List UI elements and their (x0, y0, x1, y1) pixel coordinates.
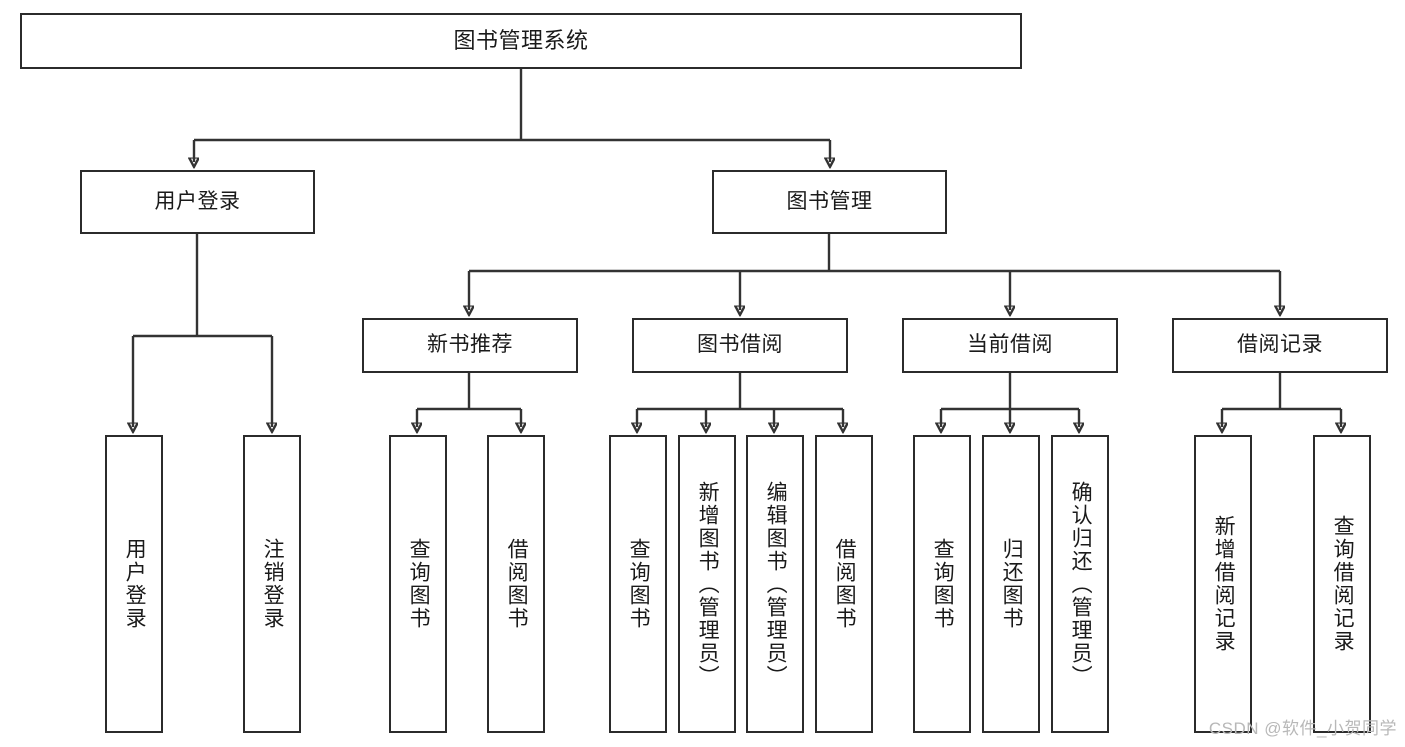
leaf-record-query[interactable]: 查询借阅记录 (1313, 435, 1371, 733)
node-label: 查询借阅记录 (1331, 515, 1355, 653)
node-label: 用户登录 (154, 189, 241, 213)
node-label: 新书推荐 (427, 333, 513, 357)
leaf-newbook-query-book[interactable]: 查询图书 (389, 435, 447, 733)
leaf-newbook-borrow-book[interactable]: 借阅图书 (487, 435, 545, 733)
leaf-record-add[interactable]: 新增借阅记录 (1194, 435, 1252, 733)
leaf-logout[interactable]: 注销登录 (243, 435, 301, 733)
node-label: 图书借阅 (697, 333, 783, 357)
leaf-borrow-edit-book[interactable]: 编辑图书（管理员） (746, 435, 804, 733)
node-label: 当前借阅 (967, 333, 1053, 357)
node-label: 借阅图书 (505, 538, 529, 630)
node-root-system[interactable]: 图书管理系统 (20, 13, 1022, 69)
leaf-borrow-borrow-book[interactable]: 借阅图书 (815, 435, 873, 733)
leaf-current-query-book[interactable]: 查询图书 (913, 435, 971, 733)
node-label: 查询图书 (931, 538, 955, 630)
node-label: 借阅记录 (1237, 333, 1323, 357)
node-current-borrow[interactable]: 当前借阅 (902, 318, 1118, 373)
node-label: 确认归还（管理员） (1069, 480, 1093, 688)
csdn-watermark: CSDN @软件_小贺同学 (1208, 719, 1397, 738)
node-label: 新增图书（管理员） (696, 480, 720, 688)
leaf-current-return-book[interactable]: 归还图书 (982, 435, 1040, 733)
node-label: 借阅图书 (833, 538, 857, 630)
leaf-borrow-query-book[interactable]: 查询图书 (609, 435, 667, 733)
node-user-login[interactable]: 用户登录 (80, 170, 315, 234)
node-book-borrow[interactable]: 图书借阅 (632, 318, 848, 373)
node-borrow-record[interactable]: 借阅记录 (1172, 318, 1388, 373)
leaf-current-confirm-return[interactable]: 确认归还（管理员） (1051, 435, 1109, 733)
node-label: 图书管理 (786, 189, 873, 213)
node-label: 新增借阅记录 (1212, 515, 1236, 653)
node-label: 查询图书 (627, 538, 651, 630)
node-label: 用户登录 (123, 538, 147, 630)
node-label: 归还图书 (1000, 538, 1024, 630)
leaf-user-login[interactable]: 用户登录 (105, 435, 163, 733)
node-label: 查询图书 (407, 538, 431, 630)
node-new-book-recommend[interactable]: 新书推荐 (362, 318, 578, 373)
node-book-manage[interactable]: 图书管理 (712, 170, 947, 234)
leaf-borrow-add-book[interactable]: 新增图书（管理员） (678, 435, 736, 733)
node-label: 编辑图书（管理员） (764, 480, 788, 688)
node-label: 注销登录 (261, 538, 285, 630)
node-label: 图书管理系统 (453, 28, 589, 54)
